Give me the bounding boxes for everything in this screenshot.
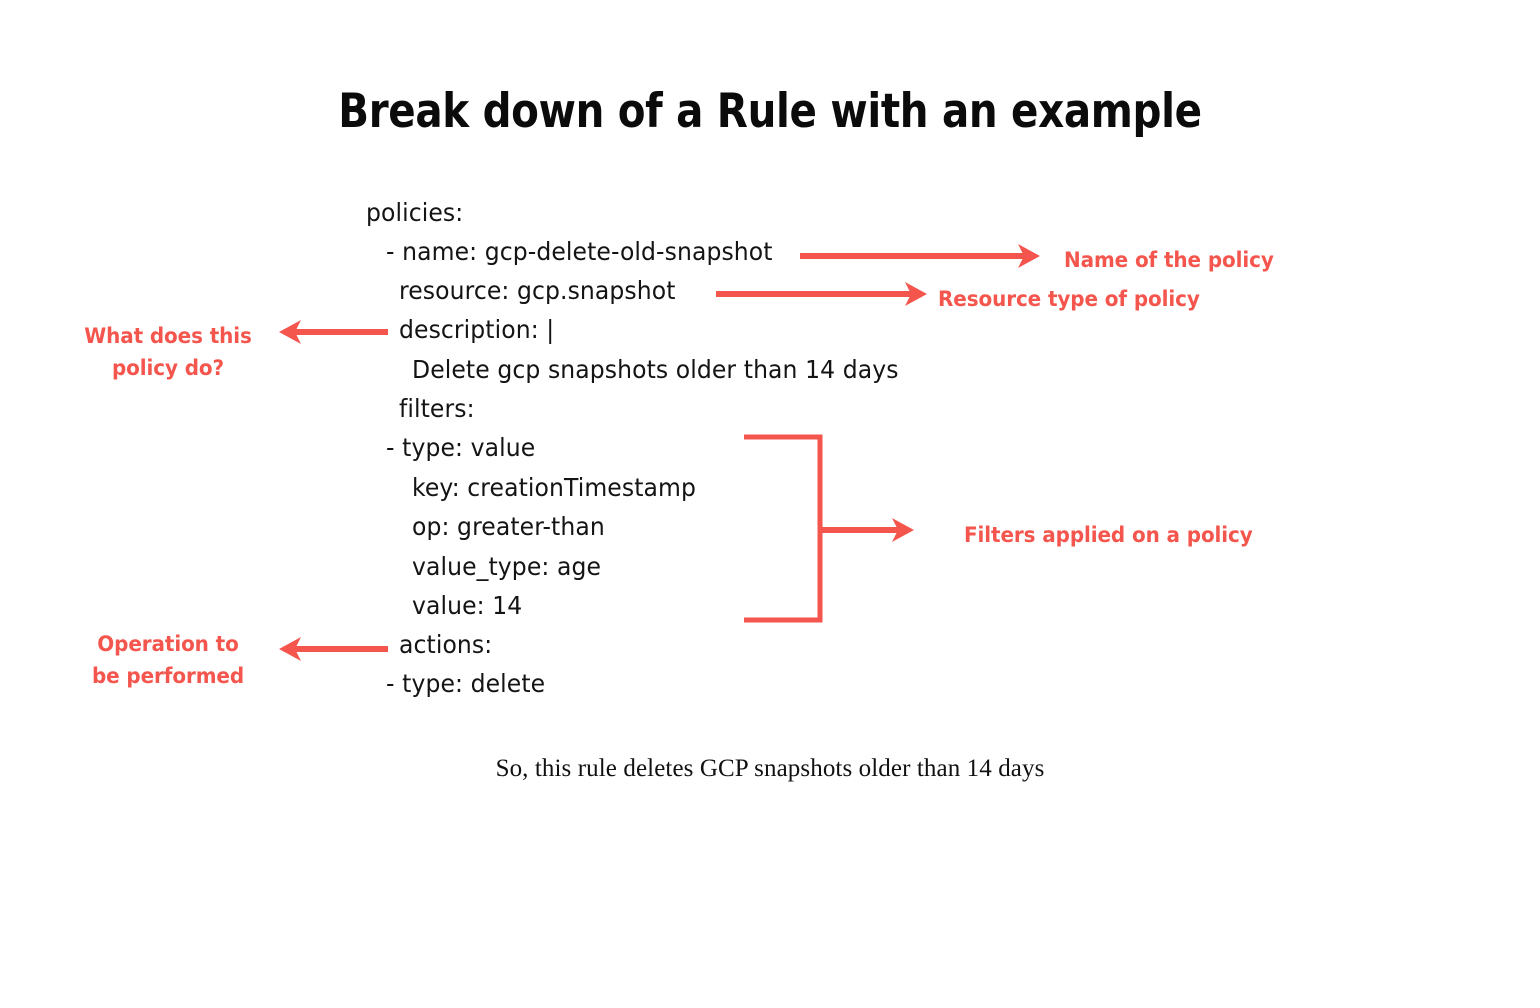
annotation-resource-type-of-policy: Resource type of policy [938,287,1200,311]
annotation-what-does-this-policy-do: What does this policy do? [84,324,252,380]
yaml-line-description-body: Delete gcp snapshots older than 14 days [412,355,899,384]
yaml-line-name: - name: gcp-delete-old-snapshot [386,237,773,266]
yaml-line-actions: actions: [399,630,493,659]
yaml-line-description: description: | [399,315,555,344]
annotation-operation-to-be-performed: Operation to be performed [91,632,245,688]
yaml-line-filter-key: key: creationTimestamp [412,473,697,502]
yaml-policy-block: policies: - name: gcp-delete-old-snapsho… [0,198,1540,718]
yaml-line-filters: filters: [399,394,475,423]
summary-caption: So, this rule deletes GCP snapshots olde… [495,755,1045,782]
yaml-line-filter-type: - type: value [386,433,536,462]
page-title: Break down of a Rule with an example [338,84,1202,139]
yaml-line-filter-value: value: 14 [412,591,523,620]
yaml-line-filter-op: op: greater-than [412,512,605,541]
yaml-line-filter-value-type: value_type: age [412,552,602,581]
yaml-line-resource: resource: gcp.snapshot [399,276,676,305]
annotation-name-of-the-policy: Name of the policy [1064,248,1274,272]
annotation-filters-applied-on-a-policy: Filters applied on a policy [964,523,1253,547]
yaml-line-action-type: - type: delete [386,669,546,698]
yaml-line-policies: policies: [366,198,464,227]
